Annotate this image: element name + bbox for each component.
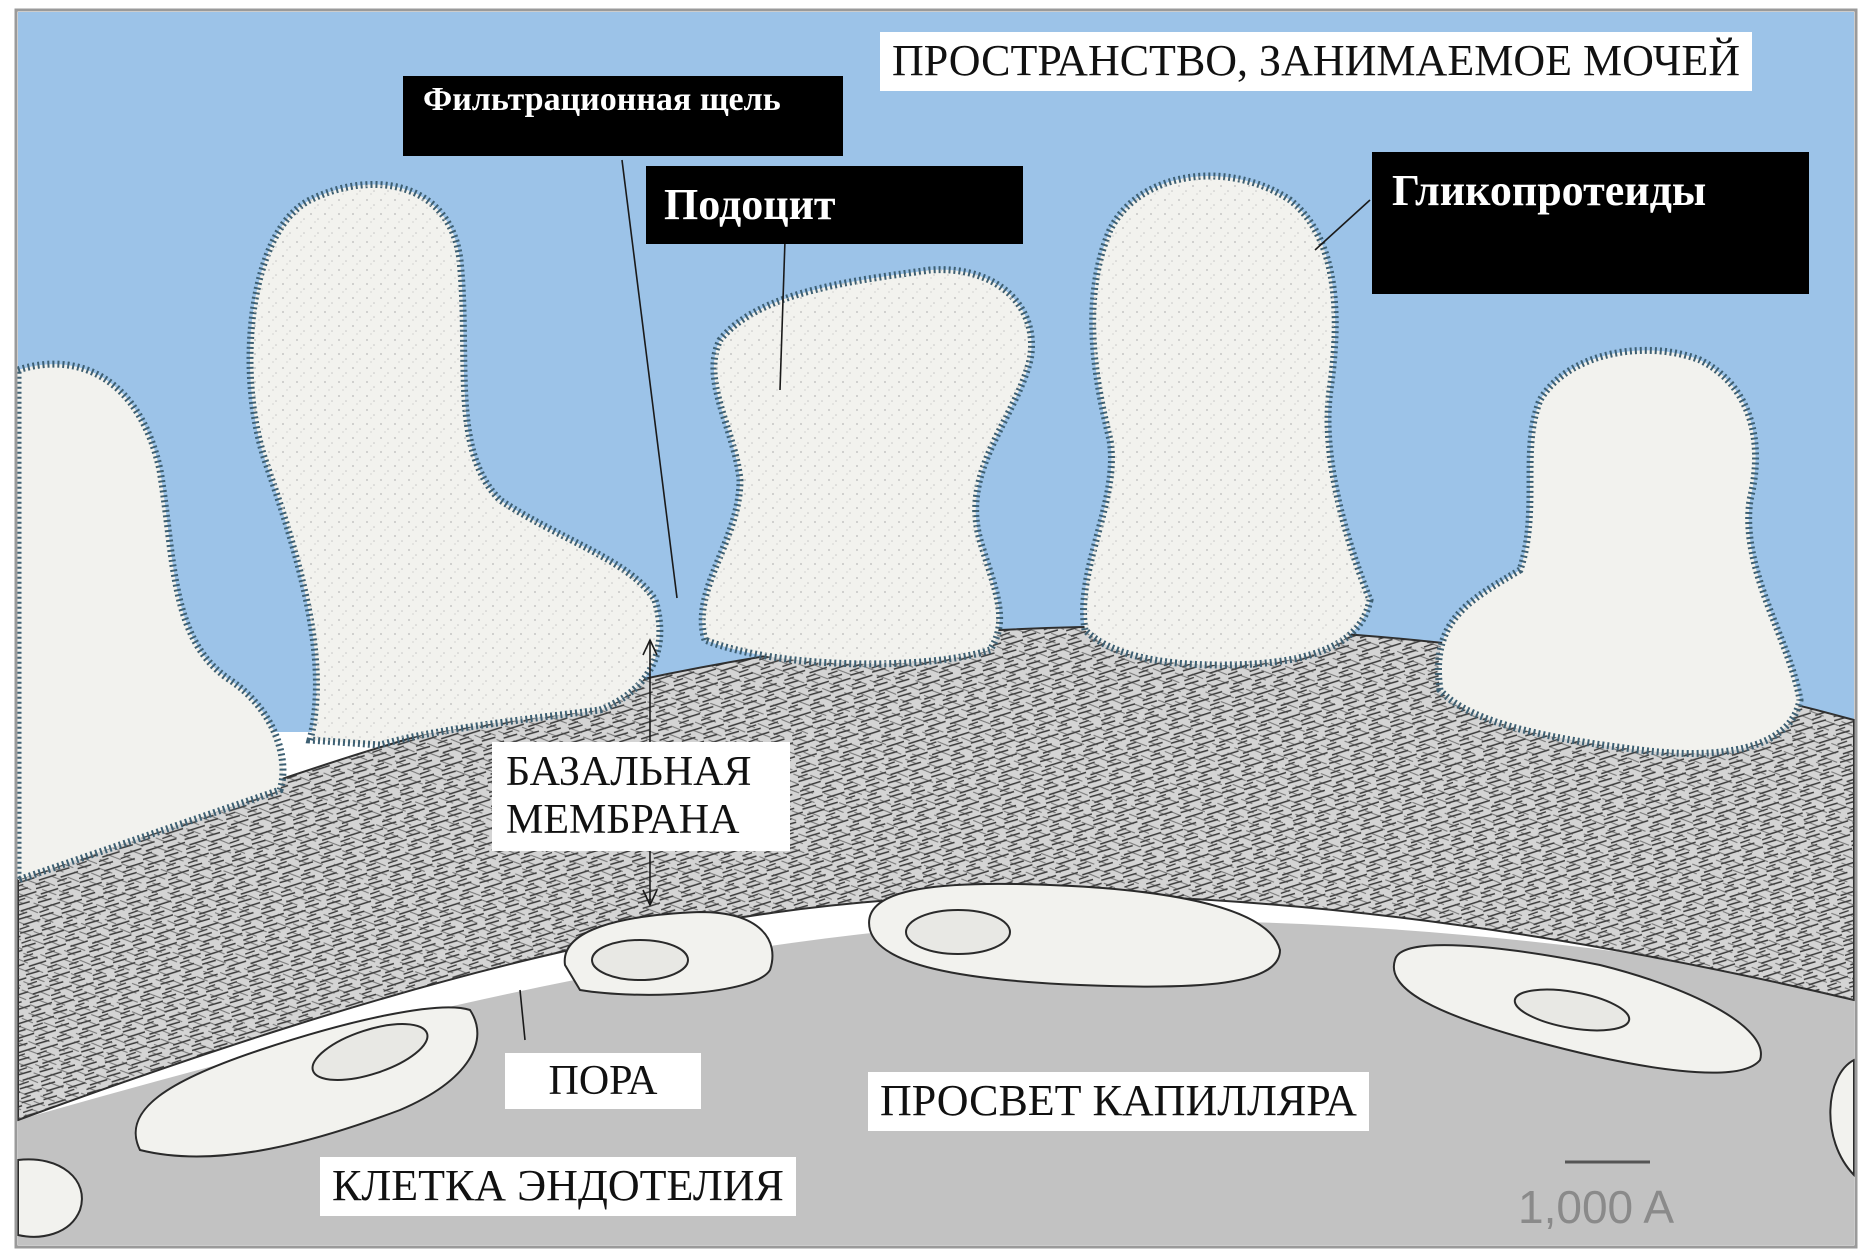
glycoproteins-label: Гликопротеиды xyxy=(1372,152,1809,294)
basal-membrane-label-line-1: БАЗАЛЬНАЯ xyxy=(506,748,776,796)
basal-membrane-label: БАЗАЛЬНАЯ МЕМБРАНА xyxy=(492,742,790,851)
basal-membrane-label-line-2: МЕМБРАНА xyxy=(506,796,776,844)
urine-space-label: ПРОСТРАНСТВО, ЗАНИМАЕМОЕ МОЧЕЙ xyxy=(880,32,1752,91)
pore-label: ПОРА xyxy=(505,1053,701,1109)
endothelial-cell-label: КЛЕТКА ЭНДОТЕЛИЯ xyxy=(320,1157,796,1216)
podocyte-label: Подоцит xyxy=(646,166,1023,244)
scale-label: 1,000 A xyxy=(1518,1180,1674,1234)
filtration-slit-label: Фильтрационная щель xyxy=(403,76,843,156)
capillary-lumen-label: ПРОСВЕТ КАПИЛЛЯРА xyxy=(868,1072,1369,1131)
